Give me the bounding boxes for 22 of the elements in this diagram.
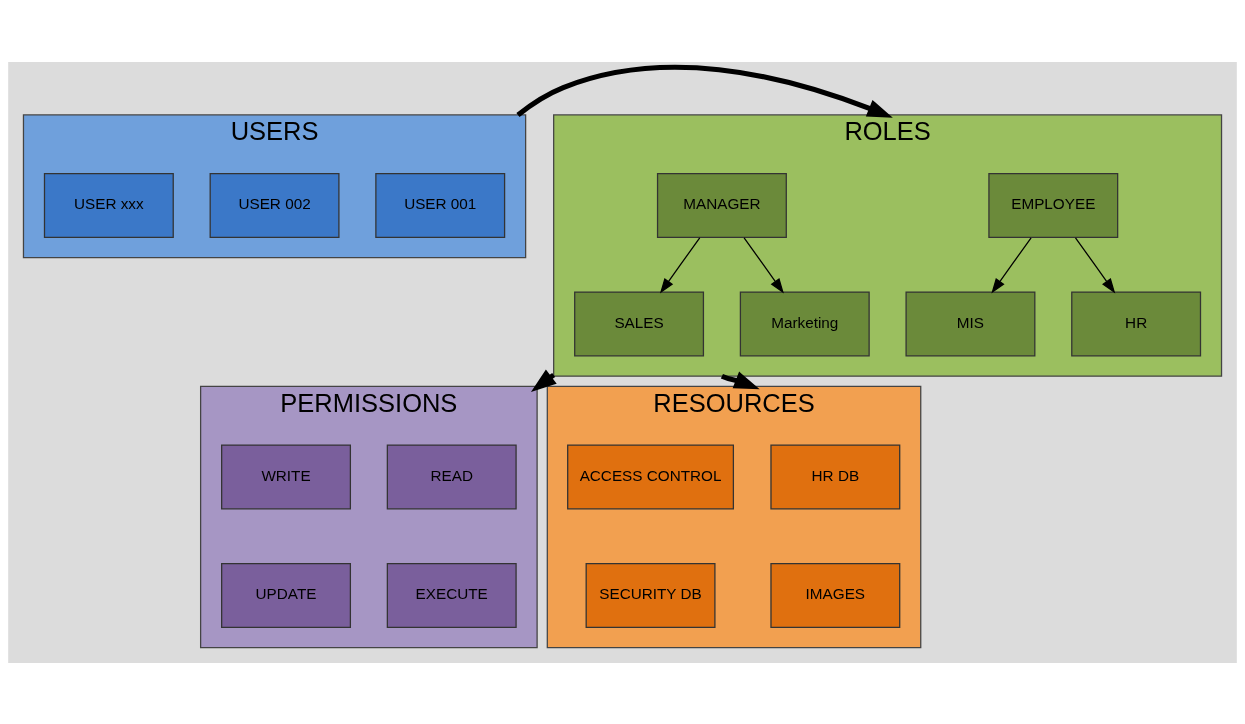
node-box: READ <box>386 443 517 509</box>
node-box: HR DB <box>770 443 901 509</box>
node-box: EMPLOYEE <box>988 172 1119 238</box>
node-box: MANAGER <box>656 172 787 238</box>
node-box: ACCESS CONTROL <box>567 443 735 509</box>
node-box: SALES <box>574 290 705 356</box>
node-box: USER 001 <box>375 172 506 238</box>
node-box: USER 002 <box>209 172 340 238</box>
arrow <box>743 236 784 293</box>
arrow <box>659 236 701 293</box>
node-box: SECURITY DB <box>585 562 716 628</box>
node-box: Marketing <box>739 290 870 356</box>
arrow <box>1074 236 1116 293</box>
node-box: MIS <box>905 290 1036 356</box>
node-box: HR <box>1071 290 1202 356</box>
arrow <box>991 236 1032 293</box>
arrow <box>516 64 893 118</box>
node-box: WRITE <box>221 443 351 509</box>
node-box: EXECUTE <box>386 562 517 628</box>
node-box: USER xxx <box>43 172 174 238</box>
node-box: UPDATE <box>221 562 351 628</box>
node-box: IMAGES <box>770 562 901 628</box>
